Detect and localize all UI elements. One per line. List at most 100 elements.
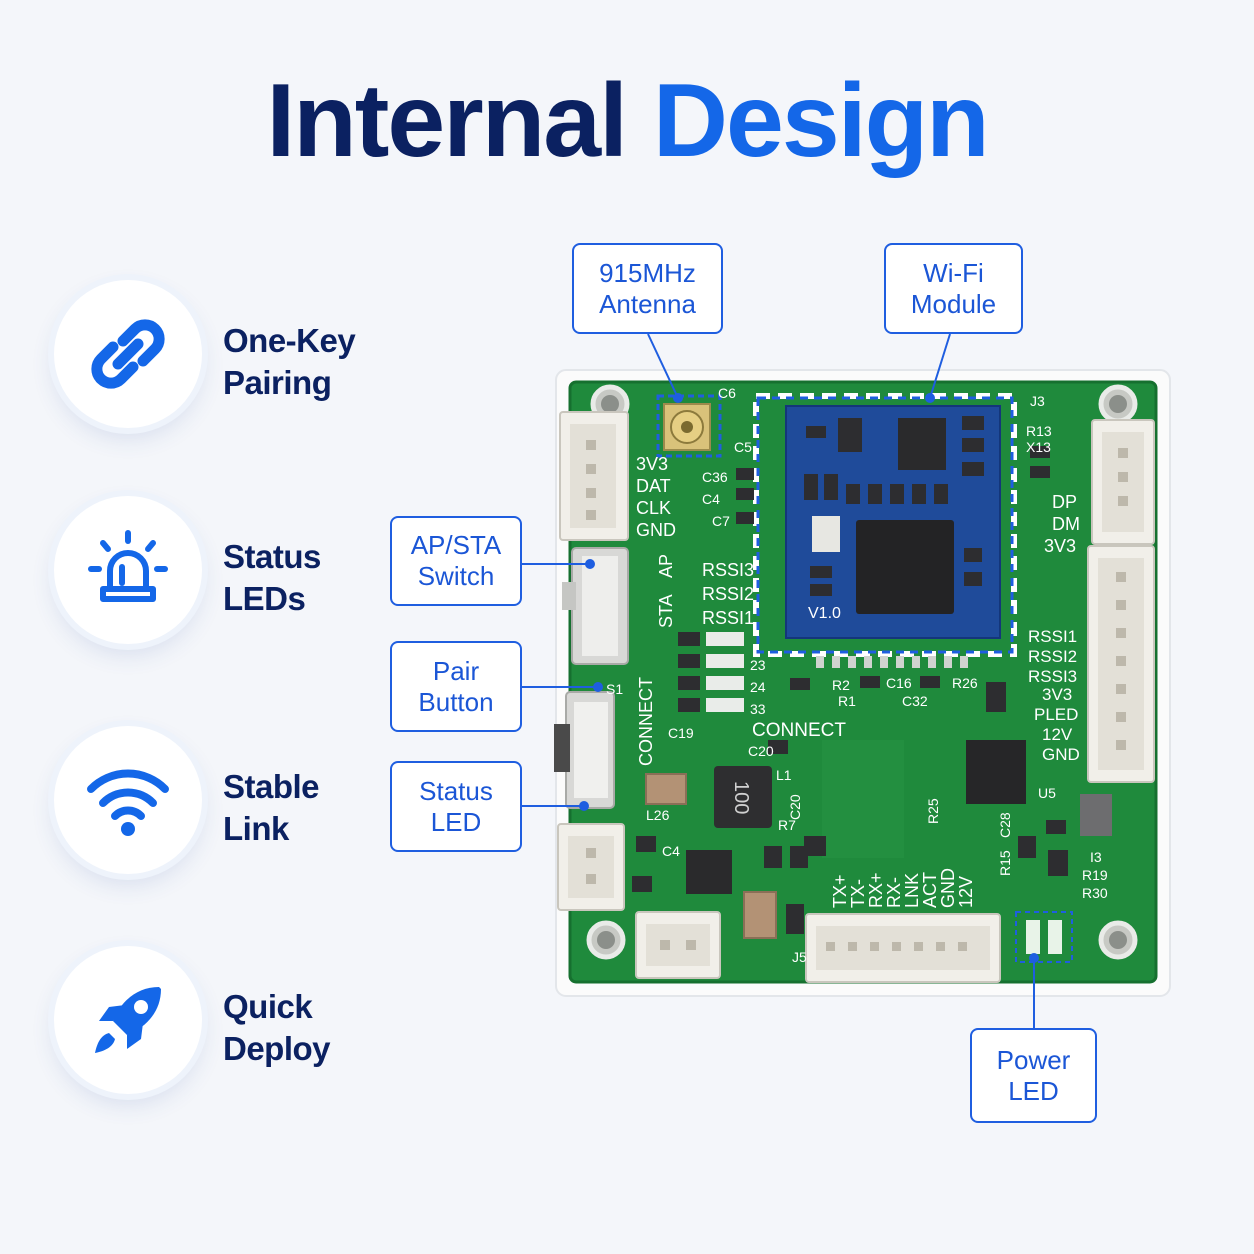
silk-tx-plus: TX+ bbox=[830, 874, 850, 908]
callout-line2: LED bbox=[430, 806, 482, 837]
svg-text:L1: L1 bbox=[776, 767, 792, 783]
crystal bbox=[1080, 794, 1112, 836]
silk-rssi3-right: RSSI3 bbox=[1028, 667, 1077, 686]
silk-lnk: LNK bbox=[902, 873, 922, 908]
feature-line2: Link bbox=[223, 810, 289, 847]
silk-12v: 12V bbox=[1042, 725, 1073, 744]
feature-stable-link: Stable Link bbox=[50, 726, 470, 886]
feature-line1: Status bbox=[223, 538, 321, 575]
link-icon bbox=[91, 319, 165, 389]
svg-text:J3: J3 bbox=[1030, 393, 1045, 409]
feature-label: Status LEDs bbox=[223, 536, 463, 620]
silk-3v3: 3V3 bbox=[636, 454, 668, 474]
silk-rx-minus: RX- bbox=[884, 877, 904, 908]
silkscreen-right-pins: RSSI1 RSSI2 RSSI3 3V3 PLED 12V GND bbox=[1028, 627, 1080, 764]
page-title: Internal Design bbox=[0, 62, 1254, 181]
feature-quick-deploy: Quick Deploy bbox=[50, 946, 470, 1106]
silk-gnd-right: GND bbox=[1042, 745, 1080, 764]
callout-line2: LED bbox=[1008, 1075, 1059, 1106]
silk-3v3-pin: 3V3 bbox=[1042, 685, 1072, 704]
left-2pin-header bbox=[557, 823, 625, 911]
svg-text:C5: C5 bbox=[734, 439, 752, 455]
module-version: V1.0 bbox=[808, 605, 841, 622]
feature-one-key-pairing: One-Key Pairing bbox=[50, 280, 470, 440]
feature-line1: One-Key bbox=[223, 322, 356, 359]
pair-button bbox=[554, 691, 615, 809]
callout-line2: Button bbox=[418, 686, 494, 717]
svg-text:C28: C28 bbox=[997, 812, 1013, 838]
svg-text:C19: C19 bbox=[668, 725, 694, 741]
silk-rssi1: RSSI1 bbox=[702, 608, 754, 628]
silk-rssi2: RSSI2 bbox=[702, 584, 754, 604]
silk-ap: AP bbox=[656, 554, 676, 578]
callout-status-led: Status LED bbox=[390, 761, 522, 852]
silkscreen-right-top: DP DM 3V3 bbox=[1044, 492, 1080, 556]
silkscreen-bottom-pins: TX+ TX- RX+ RX- LNK ACT GND 12V bbox=[830, 868, 976, 908]
silk-connect: CONNECT bbox=[752, 720, 846, 741]
svg-text:R15: R15 bbox=[997, 850, 1013, 876]
feature-line2: Deploy bbox=[223, 1030, 331, 1067]
svg-text:C36: C36 bbox=[702, 469, 728, 485]
silkscreen-rssi-left: RSSI3 RSSI2 RSSI1 bbox=[702, 560, 754, 628]
callout-ap-sta-switch: AP/STA Switch bbox=[390, 516, 522, 606]
antenna-connector bbox=[656, 394, 722, 458]
silk-rssi2-right: RSSI2 bbox=[1028, 647, 1077, 666]
svg-text:33: 33 bbox=[750, 701, 766, 717]
svg-text:R7: R7 bbox=[778, 817, 796, 833]
silk-gnd: GND bbox=[636, 520, 676, 540]
feature-icon-circle bbox=[54, 496, 202, 644]
svg-text:C4: C4 bbox=[662, 843, 680, 859]
smd-parts bbox=[632, 446, 1068, 934]
capacitor-c19 bbox=[645, 773, 687, 805]
right-7pin-header bbox=[1087, 545, 1155, 783]
wifi-icon bbox=[87, 769, 169, 836]
svg-text:R1: R1 bbox=[838, 693, 856, 709]
svg-text:S1: S1 bbox=[606, 681, 623, 697]
silk-3v3-right: 3V3 bbox=[1044, 536, 1076, 556]
silk-gnd-bottom: GND bbox=[938, 868, 958, 908]
svg-text:R26: R26 bbox=[952, 675, 978, 691]
svg-text:C6: C6 bbox=[718, 385, 736, 401]
silk-dat: DAT bbox=[636, 476, 671, 496]
callout-line1: Power bbox=[996, 1044, 1071, 1075]
title-accent: Design bbox=[652, 63, 990, 179]
feature-label: Quick Deploy bbox=[223, 986, 463, 1070]
svg-text:L26: L26 bbox=[646, 807, 670, 823]
callout-wifi-module: Wi-Fi Module bbox=[884, 243, 1023, 334]
callout-line1: Pair bbox=[432, 655, 480, 686]
feature-icon-circle bbox=[54, 946, 202, 1094]
callout-line2: Antenna bbox=[599, 288, 696, 319]
callout-power-led: Power LED bbox=[970, 1028, 1097, 1123]
callout-pair-button: Pair Button bbox=[390, 641, 522, 732]
left-4pin-header bbox=[559, 411, 629, 541]
svg-text:R19: R19 bbox=[1082, 867, 1108, 883]
feature-line2: LEDs bbox=[223, 580, 306, 617]
svg-text:C32: C32 bbox=[902, 693, 928, 709]
silk-12v-bottom: 12V bbox=[956, 876, 976, 908]
feature-label: One-Key Pairing bbox=[223, 320, 463, 404]
svg-text:C7: C7 bbox=[712, 513, 730, 529]
silk-rssi3: RSSI3 bbox=[702, 560, 754, 580]
svg-text:U5: U5 bbox=[1038, 785, 1056, 801]
feature-status-leds: Status LEDs bbox=[50, 496, 470, 656]
silk-connect-vertical: CONNECT bbox=[636, 677, 656, 766]
svg-text:I3: I3 bbox=[1090, 849, 1102, 865]
callout-line1: Wi-Fi bbox=[923, 257, 984, 288]
feature-label: Stable Link bbox=[223, 766, 463, 850]
power-led-area bbox=[1015, 911, 1073, 963]
title-main: Internal bbox=[266, 63, 628, 179]
silk-sta: STA bbox=[656, 594, 676, 628]
silkscreen-left-header: 3V3 DAT CLK GND bbox=[636, 454, 676, 540]
svg-text:R2: R2 bbox=[832, 677, 850, 693]
callout-line1: 915MHz bbox=[599, 257, 696, 288]
feature-icon-circle bbox=[54, 280, 202, 428]
silk-tx-minus: TX- bbox=[848, 879, 868, 908]
silk-rx-plus: RX+ bbox=[866, 872, 886, 908]
ap-sta-switch bbox=[562, 547, 629, 665]
silkscreen-refs: C6 C5 C36 C4 C7 J3 R13 X13 C19 C20 L1 R2… bbox=[606, 385, 1108, 965]
callout-line1: Status bbox=[419, 775, 493, 806]
feature-line1: Quick bbox=[223, 988, 313, 1025]
silk-rssi1-right: RSSI1 bbox=[1028, 627, 1077, 646]
callout-line2: Switch bbox=[417, 561, 495, 591]
